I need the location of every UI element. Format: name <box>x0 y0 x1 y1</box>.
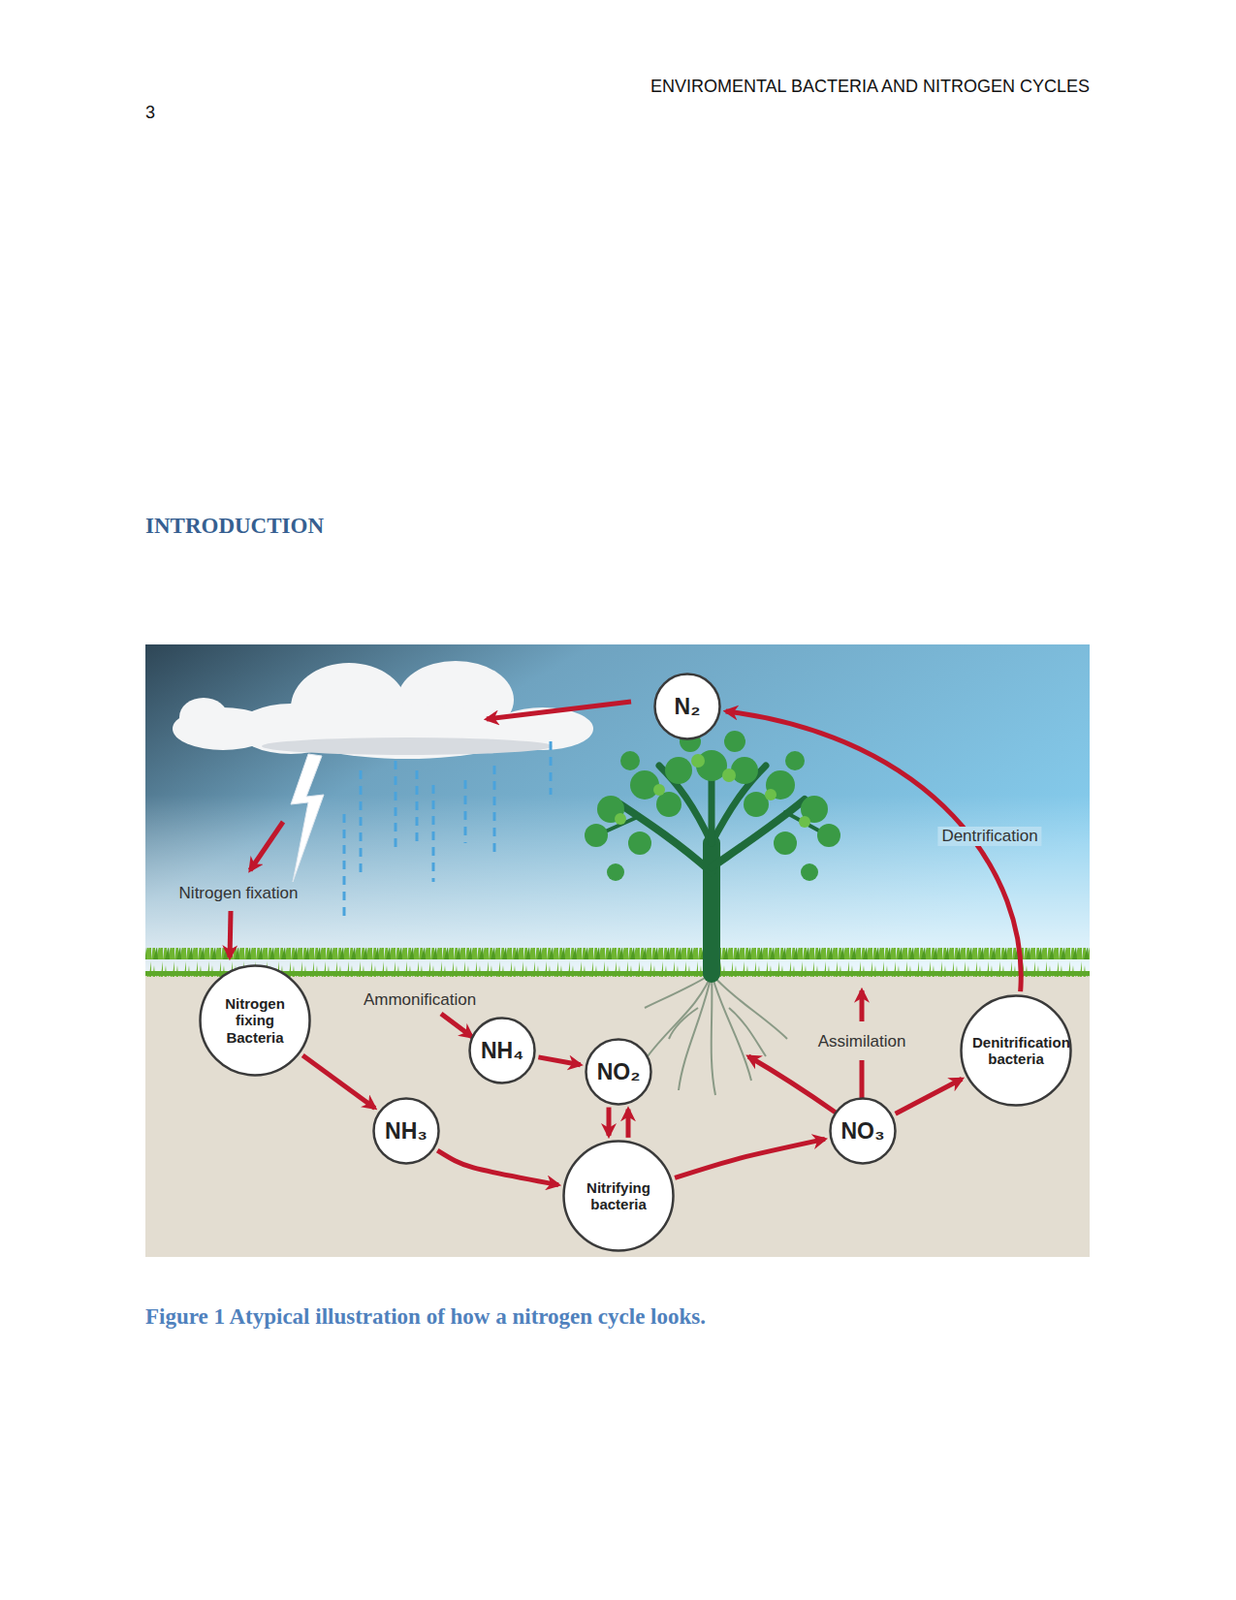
process-label: Ammonification <box>363 990 476 1011</box>
text-stack: Denitrification bacteria <box>972 1034 1060 1069</box>
circle-shape <box>655 674 721 740</box>
text-stack: N₂ <box>674 694 701 720</box>
bacteria-circle: Nitrifying bacteria <box>562 1140 675 1253</box>
process-label: Dentrification <box>937 826 1042 847</box>
node-text: Nitrogen fixing Bacteria <box>211 995 299 1046</box>
text-stack: NO₂ <box>597 1059 641 1085</box>
page-number: 3 <box>145 102 156 124</box>
text-stack: Nitrogen fixing Bacteria <box>211 995 299 1046</box>
text-stack: NH₄ <box>480 1038 524 1064</box>
cycle-arrow <box>674 1139 825 1178</box>
node-text: NO₂ <box>597 1059 641 1085</box>
circle-shape <box>564 1141 674 1252</box>
circle-shape <box>586 1040 652 1106</box>
node-text: NH₃ <box>384 1118 428 1144</box>
node-text: N₂ <box>674 694 701 720</box>
running-header: ENVIROMENTAL BACTERIA AND NITROGEN CYCLE… <box>650 76 1090 97</box>
cycle-arrow <box>538 1057 580 1066</box>
circle-shape <box>961 996 1072 1107</box>
compound-circle: NH₃ <box>372 1097 441 1166</box>
circle-shape <box>470 1018 536 1084</box>
circle-shape <box>830 1099 896 1165</box>
compound-circle: NO₂ <box>584 1038 653 1107</box>
text-stack: NO₃ <box>840 1118 885 1144</box>
cycle-arrow <box>626 1109 632 1139</box>
node-text: Denitrification bacteria <box>972 1034 1060 1069</box>
section-heading: INTRODUCTION <box>145 513 324 539</box>
bacteria-circle: Nitrogen fixing Bacteria <box>198 964 312 1078</box>
node-text: NH₄ <box>480 1038 524 1064</box>
text-stack: Nitrifying bacteria <box>574 1179 663 1214</box>
cycle-arrow <box>302 1055 375 1109</box>
node-text: Nitrifying bacteria <box>574 1179 663 1214</box>
cycle-arrow <box>895 1078 963 1114</box>
cycle-arrow <box>437 1150 559 1186</box>
process-label: Assimilation <box>818 1032 907 1052</box>
bacteria-circle: Denitrification bacteria <box>959 994 1073 1108</box>
compound-circle: NO₃ <box>828 1097 897 1166</box>
compound-circle: N₂ <box>653 672 722 741</box>
circle-shape <box>374 1099 440 1165</box>
compound-circle: NH₄ <box>468 1016 537 1085</box>
cycle-arrow <box>726 711 1022 992</box>
cycle-arrow <box>606 1108 612 1137</box>
text-stack: NH₃ <box>384 1118 428 1144</box>
figure-caption: Figure 1 Atypical illustration of how a … <box>145 1304 706 1331</box>
node-text: NO₃ <box>840 1118 885 1144</box>
process-label: Nitrogen fixation <box>179 884 299 904</box>
circle-shape <box>200 966 311 1077</box>
